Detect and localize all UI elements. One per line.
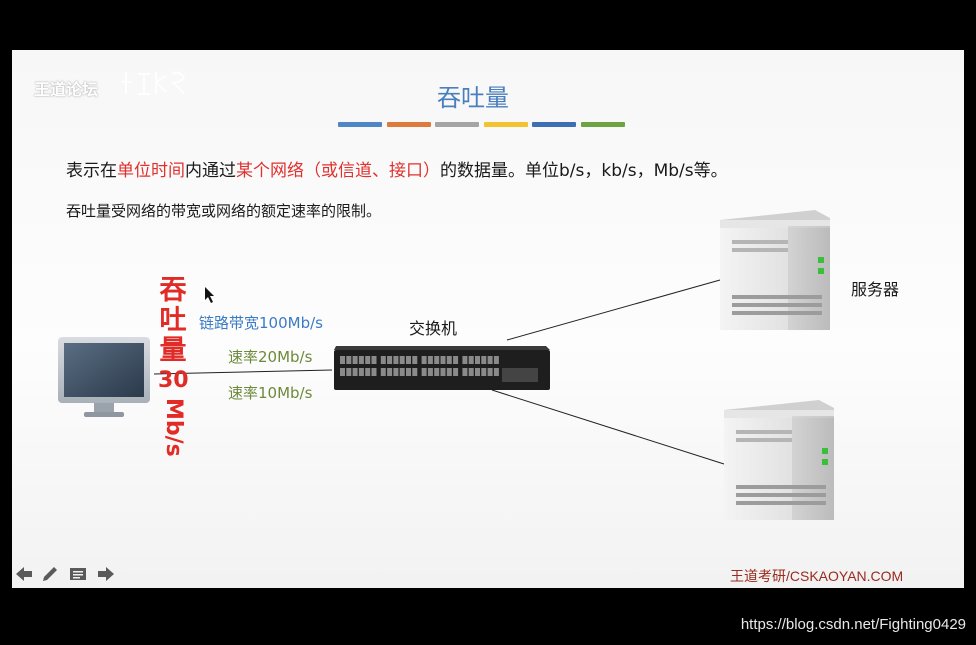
switch-port — [371, 368, 377, 376]
switch-port — [358, 356, 364, 364]
switch-port — [487, 368, 493, 376]
definition-text-1: 表示在 — [66, 161, 117, 181]
link-switch-server2 — [491, 389, 725, 465]
switch-port — [475, 368, 480, 376]
slide: 王道论坛 吞吐量 表示在单位时间内通过某个网络（或信道、接口）的数据量。单位b/… — [12, 50, 964, 588]
throughput-number: 30 — [158, 368, 189, 393]
switch-port — [387, 368, 393, 376]
switch-port — [427, 368, 433, 376]
switch-port — [446, 356, 452, 364]
throughput-char-3: 量 — [159, 335, 187, 366]
definition-line: 表示在单位时间内通过某个网络（或信道、接口）的数据量。单位b/s，kb/s，Mb… — [66, 156, 728, 181]
switch-port — [371, 356, 377, 364]
switch-port — [380, 356, 386, 364]
footer-brand: 王道考研/CSKAOYAN.COM — [730, 568, 904, 584]
switch-port — [365, 368, 371, 376]
switch-port — [380, 368, 386, 376]
pencil-icon[interactable] — [40, 564, 60, 584]
switch-port — [340, 368, 345, 376]
title-color-bar — [581, 122, 625, 127]
title-color-bar — [338, 122, 382, 127]
switch-port — [352, 356, 358, 364]
link-pc-switch — [153, 369, 333, 375]
cursor-icon — [205, 287, 214, 303]
switch-port — [399, 356, 405, 364]
switch-port — [434, 368, 440, 376]
switch-port — [352, 368, 358, 376]
switch-port — [481, 356, 487, 364]
server-label: 服务器 — [851, 280, 900, 299]
title-color-bar — [483, 122, 528, 127]
switch-port — [462, 368, 468, 376]
switch-port — [412, 368, 418, 376]
definition-text-3: 的数据量。单位b/s，kb/s，Mb/s等。 — [440, 161, 728, 181]
switch-port — [493, 368, 499, 376]
switch-port — [434, 356, 440, 364]
throughput-char-1: 吞 — [159, 275, 187, 306]
server-icon-1 — [720, 210, 830, 330]
throughput-char-2: 吐 — [159, 305, 187, 336]
switch-port — [421, 356, 427, 364]
definition-highlight-1: 单位时间 — [117, 161, 185, 181]
switch-port — [427, 356, 433, 364]
title-color-bar — [532, 122, 577, 127]
switch-port — [406, 368, 411, 376]
switch-port — [406, 356, 411, 364]
switch-port — [468, 356, 474, 364]
switch-port — [446, 368, 452, 376]
switch-port — [468, 368, 474, 376]
switch-port — [412, 356, 418, 364]
switch-port — [387, 356, 393, 364]
switch-port — [481, 368, 487, 376]
logo-text: 王道论坛 — [34, 80, 99, 99]
title-color-bar — [386, 122, 431, 127]
switch-port — [475, 356, 480, 364]
rate-10-label: 速率10Mb/s — [228, 384, 313, 402]
switch-port — [462, 356, 468, 364]
switch-port — [399, 368, 405, 376]
watermark-url: https://blog.csdn.net/Fighting0429 — [740, 616, 966, 633]
arrow-left-icon[interactable] — [14, 564, 34, 584]
switch-port — [453, 368, 459, 376]
link-bandwidth-label: 链路带宽100Mb/s — [199, 314, 323, 332]
throughput-vertical-label: 吞 吐 量 30 Mb/s — [158, 275, 189, 457]
arrow-right-icon[interactable] — [96, 564, 116, 584]
switch-port — [340, 356, 345, 364]
switch-port — [346, 368, 352, 376]
switch-port — [440, 368, 446, 376]
switch-port — [453, 356, 459, 364]
switch-port — [393, 356, 399, 364]
network-diagram — [58, 210, 834, 520]
monitor-icon — [58, 337, 150, 417]
note-line: 吞吐量受网络的带宽或网络的额定速率的限制。 — [66, 202, 382, 220]
server-icon-2 — [724, 400, 834, 520]
title-color-bar — [435, 122, 480, 127]
switch-icon — [334, 346, 550, 390]
switch-port — [487, 356, 493, 364]
switch-port — [493, 356, 499, 364]
throughput-unit: Mb/s — [161, 398, 186, 457]
rate-20-label: 速率20Mb/s — [228, 348, 313, 366]
switch-port — [346, 356, 352, 364]
slide-title: 吞吐量 — [437, 84, 509, 112]
switch-port — [421, 368, 427, 376]
switch-port — [365, 356, 371, 364]
menu-icon[interactable] — [68, 564, 88, 584]
definition-highlight-2: 某个网络（或信道、接口） — [236, 161, 440, 181]
switch-port — [440, 356, 446, 364]
link-switch-server1 — [506, 279, 721, 341]
switch-port — [393, 368, 399, 376]
switch-label: 交换机 — [409, 319, 458, 338]
logo-mark-icon — [122, 71, 186, 95]
definition-text-2: 内通过 — [185, 161, 236, 181]
switch-port — [358, 368, 364, 376]
